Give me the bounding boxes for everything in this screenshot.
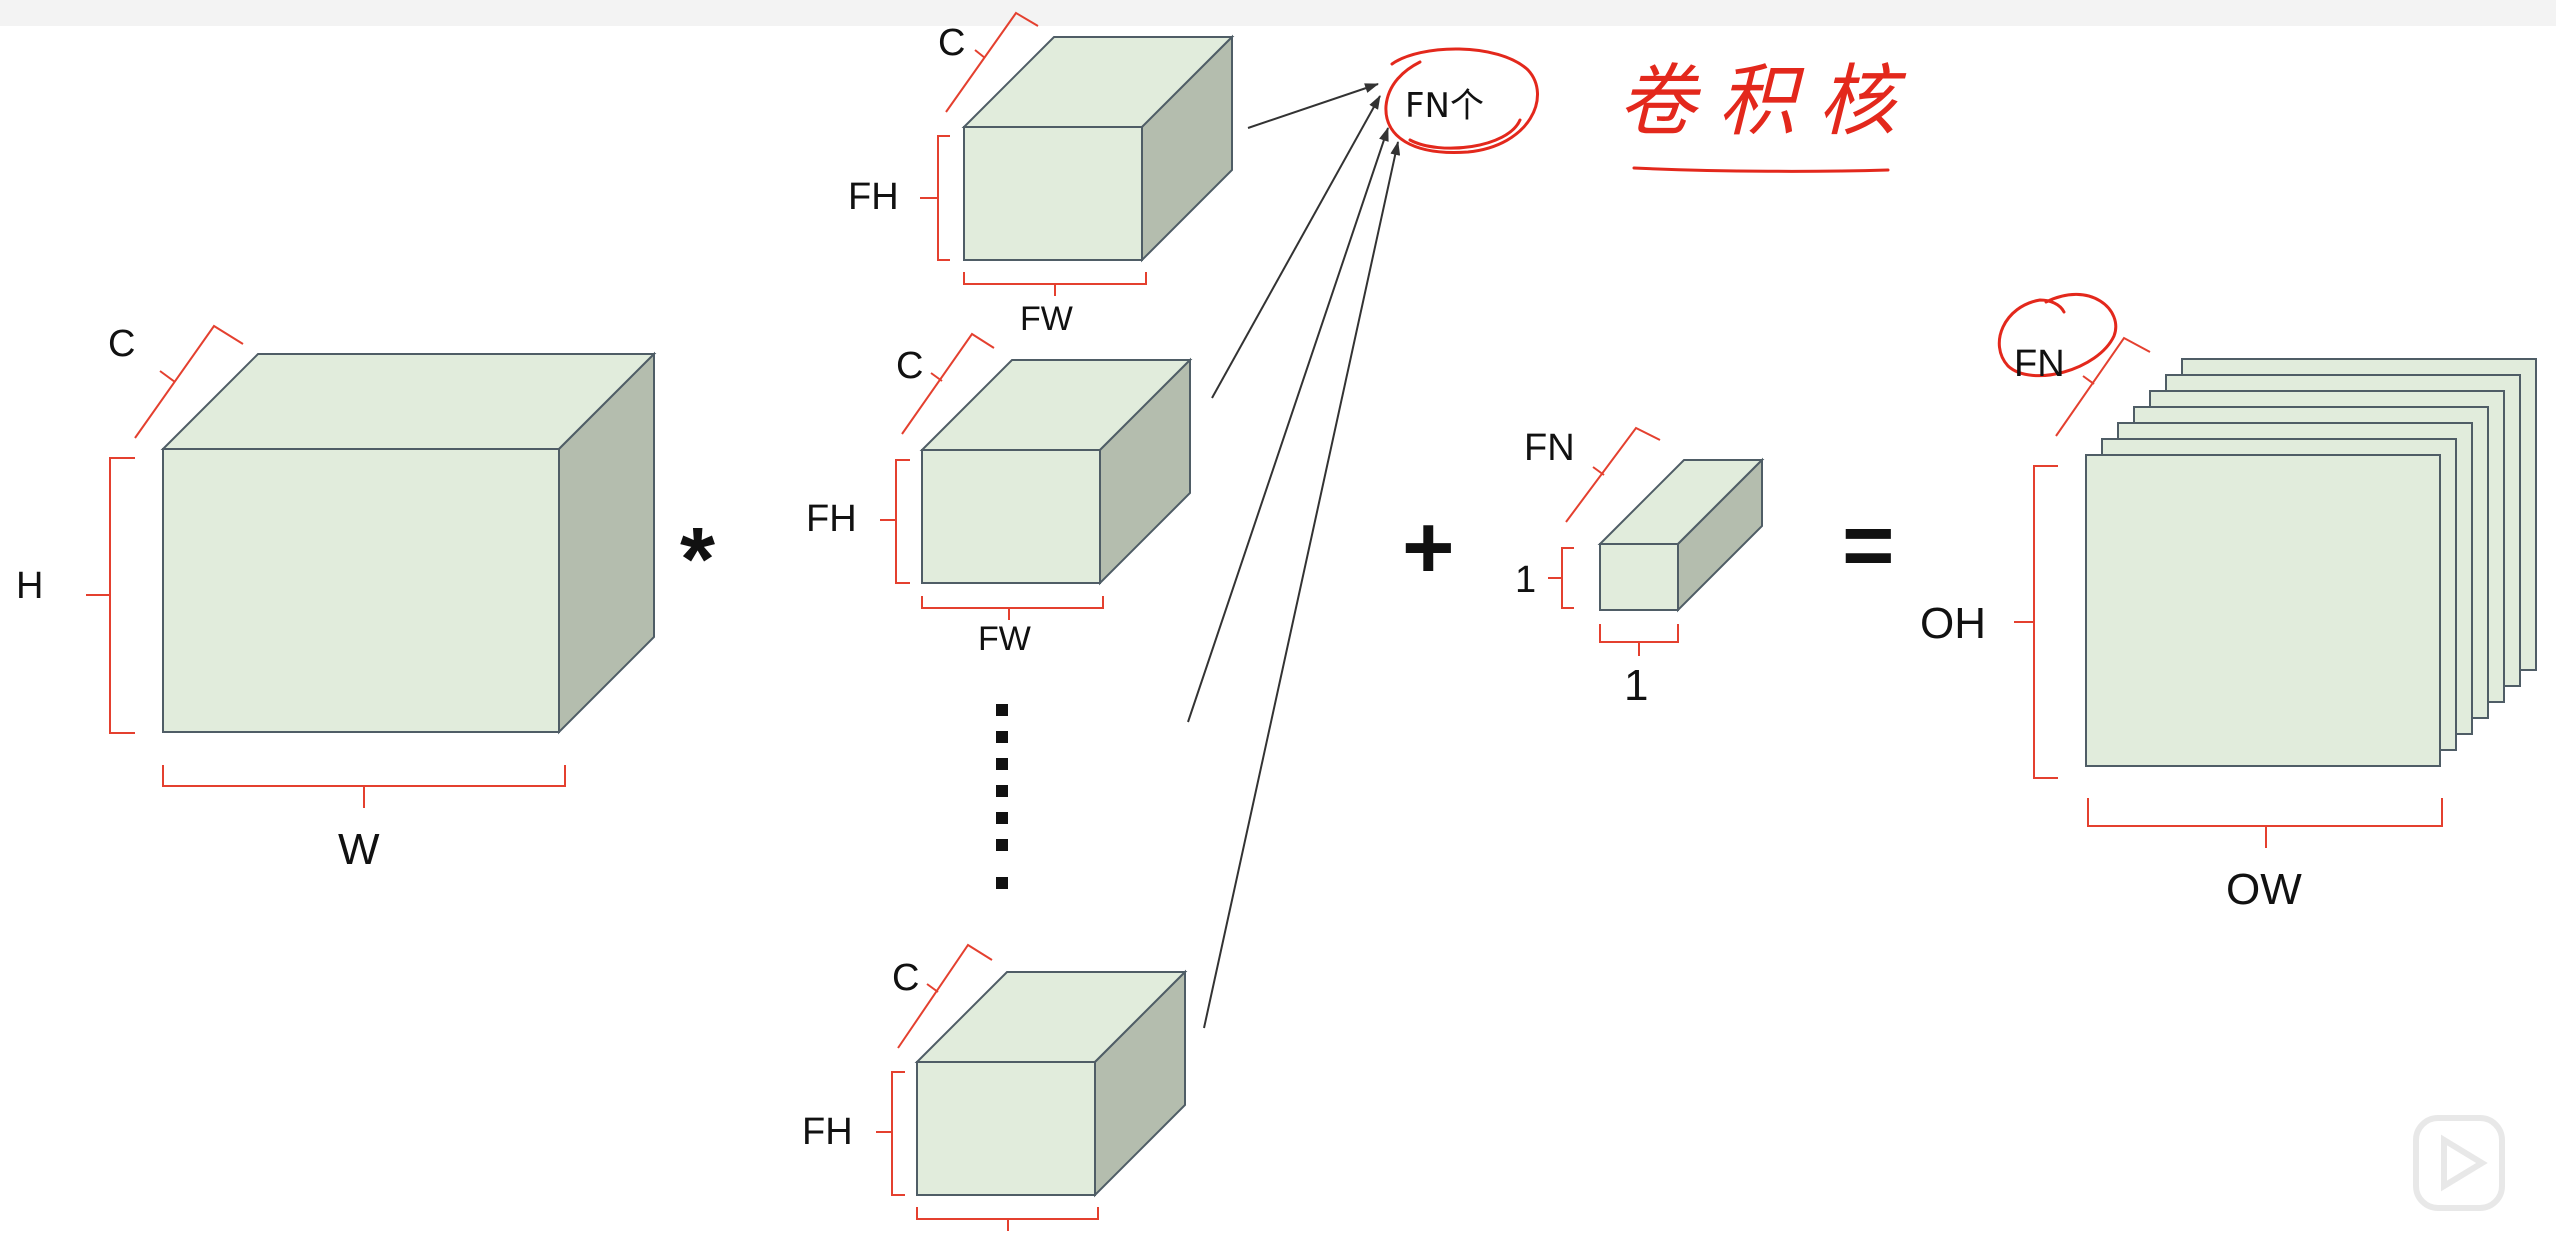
play-button-frame <box>2413 1115 2505 1211</box>
handwritten-annotations <box>1384 47 2118 378</box>
bias-height-label: 1 <box>1515 559 1536 601</box>
bias-width-brace <box>1599 624 1679 656</box>
bias-depth-label: FN <box>1524 427 1575 469</box>
output-depth-brace <box>2055 336 2151 437</box>
output-layer <box>2085 454 2441 767</box>
plus-operator: + <box>1402 498 1455 598</box>
ellipsis-dot <box>996 731 1008 743</box>
output-height-brace <box>2014 465 2058 779</box>
play-triangle-icon <box>2441 1134 2488 1192</box>
ellipsis-dot <box>996 812 1008 824</box>
bias-depth-brace <box>1565 426 1661 523</box>
ellipsis-dot <box>996 704 1008 716</box>
filter-1-width-brace <box>963 272 1147 296</box>
arrow-from-filter-2 <box>1211 95 1381 399</box>
input-channel-label: C <box>108 323 135 365</box>
filter-count-label: FN个 <box>1405 86 1484 126</box>
output-height-label: OH <box>1920 599 1986 648</box>
filter-1-channel-brace <box>945 11 1039 113</box>
ellipsis-dot <box>996 758 1008 770</box>
arrow-from-filter-3 <box>1203 141 1401 1029</box>
filter-2-channel-brace <box>901 332 995 435</box>
input-block: C H W <box>16 323 657 874</box>
filter-2-width-brace <box>921 596 1104 620</box>
filter-2-width-label: FW <box>978 620 1031 658</box>
filter-1-height-brace <box>920 135 950 261</box>
arrow-from-filter-1 <box>1247 83 1379 129</box>
filter-1-height-label: FH <box>848 176 899 218</box>
output-width-brace <box>2087 798 2443 848</box>
fn-count-circle-inner <box>1408 118 1522 150</box>
output-stack: FN OH OW <box>1920 336 2537 914</box>
top-shade <box>0 0 2556 26</box>
fn-count-circle <box>1384 47 1539 155</box>
convolve-operator: * <box>680 510 715 610</box>
input-block-front-face <box>162 448 560 733</box>
filter-2-front-face <box>921 449 1101 584</box>
filter-3-channel-brace <box>897 943 993 1049</box>
filter-3-height-label: FH <box>802 1111 853 1153</box>
filter-3-front-face <box>916 1061 1096 1196</box>
input-height-label: H <box>16 565 43 607</box>
handwritten-underline <box>1632 166 1890 173</box>
filter-3-height-brace <box>876 1071 905 1196</box>
filter-3: C FH <box>802 943 1188 1231</box>
ellipsis-dot <box>996 877 1008 889</box>
filter-2-height-label: FH <box>806 498 857 540</box>
filter-1-channel-label: C <box>938 22 965 64</box>
bias-height-brace <box>1548 547 1574 609</box>
bias-block-front-face <box>1599 543 1679 611</box>
bias-block: FN 1 1 <box>1515 426 1765 710</box>
input-height-brace <box>86 457 135 734</box>
filter-arrows <box>1187 83 1401 1029</box>
handwritten-note: 卷积核 <box>1618 57 1918 147</box>
arrow-from-ellipsis <box>1187 127 1389 723</box>
bias-width-label: 1 <box>1624 661 1648 710</box>
filter-2-channel-label: C <box>896 345 923 387</box>
input-width-label: W <box>338 825 380 874</box>
output-depth-label: FN <box>2014 343 2065 385</box>
ellipsis-dot <box>996 785 1008 797</box>
filter-2-height-brace <box>880 459 910 584</box>
filter-1: C FH FW <box>848 11 1235 338</box>
filter-2: C FH FW <box>806 332 1193 658</box>
input-width-brace <box>162 765 566 808</box>
filter-3-channel-label: C <box>892 957 919 999</box>
ellipsis-dot <box>996 839 1008 851</box>
equals-operator: = <box>1842 496 1895 596</box>
output-fn-circle <box>1997 292 2118 378</box>
filter-1-width-label: FW <box>1020 300 1073 338</box>
input-channel-brace <box>134 324 244 439</box>
output-width-label: OW <box>2226 865 2302 914</box>
play-button-icon[interactable] <box>2413 1115 2505 1211</box>
ellipsis-dots <box>996 704 1008 889</box>
filter-3-width-brace <box>916 1207 1099 1231</box>
filter-1-front-face <box>963 126 1143 261</box>
